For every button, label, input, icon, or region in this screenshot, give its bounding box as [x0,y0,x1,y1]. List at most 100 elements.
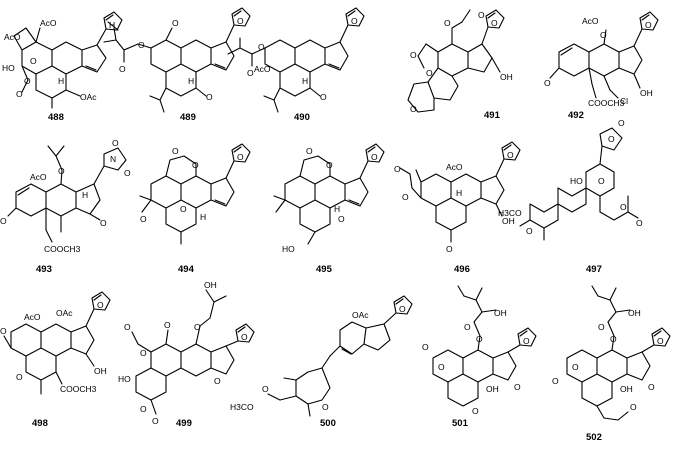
lactone-o: O [140,404,147,414]
lactone-carbonyl-o: O [172,146,179,156]
ester-o: O [258,42,265,52]
label-ho: HO [2,63,15,73]
furan-oxygen: O [645,20,652,30]
compound-id-488: 488 [48,112,64,123]
acetate-o: O [140,348,147,358]
compound-id-497: 497 [586,264,602,275]
acetal-o: O [598,176,605,186]
compound-499: O OH O O O O HO O O O 499 [118,280,255,429]
ketone-o: O [206,92,213,102]
label-cooch3: COOCH3 [588,98,625,108]
lactone-o: O [192,160,199,170]
compound-id-494: 494 [178,264,195,275]
compound-489: O O O O O H 489 [103,7,251,123]
label-o3: O [30,56,37,66]
label-oh2: OH [486,384,499,394]
acetate-o2: O [426,68,433,78]
furan-oxygen: O [399,304,406,314]
lactone2-o: O [636,218,643,228]
compound-500: O OAc H3CO O O 500 [230,295,413,429]
label-h: H [456,188,462,198]
label-h: H [200,212,206,222]
ketone-o: O [648,382,655,392]
ester-carbonyl-o: O [464,322,471,332]
label-aco: AcO [254,64,271,74]
label-ho: HO [570,176,583,186]
label-oac: OAc [352,310,369,320]
imide-o2: O [124,168,131,178]
lactone2-ring-o: O [620,202,627,212]
ester-o: O [610,334,617,344]
furan-oxygen: O [237,16,244,26]
ester-o: O [402,192,409,202]
formate-o: O [164,320,171,330]
ketone-o: O [544,78,551,88]
ester-carbonyl-o: O [598,322,605,332]
acetate-o: O [410,50,417,60]
compound-id-502: 502 [586,432,602,443]
ester-carbonyl-o: O [478,10,485,20]
lactone2-o: O [472,406,479,416]
lactone-o: O [572,362,579,372]
label-h: H [302,76,308,86]
ester-o: O [444,18,451,28]
ester-o: O [600,30,607,40]
ketone-o: O [140,214,147,224]
ketone-o: O [514,382,521,392]
label-aco: AcO [30,172,47,182]
compound-494: O O O O O H 494 [139,143,251,275]
lactone-o: O [438,362,445,372]
compound-id-501: 501 [452,418,469,429]
label-oh2: OH [620,384,633,394]
compound-498: O AcO OAc O O COOCH3 OH 498 [0,291,111,429]
furan-oxygen: O [97,300,104,310]
label-h3co: H3CO [230,402,254,412]
label-cooch3: COOCH3 [60,384,97,394]
compound-id-495: 495 [316,264,333,275]
label-o1: O [24,76,31,86]
lactone-ring-o: O [608,134,615,144]
label-cl: Cl [620,96,628,106]
label-aco: AcO [40,18,57,28]
label-aco: AcO [24,312,41,322]
label-h: H [188,76,194,86]
furan-oxygen: O [371,152,378,162]
compound-493: N O O AcO O O O H COOCH3 493 [0,138,131,275]
label-o2: O [16,89,23,99]
compound-id-500: 500 [320,418,336,429]
compound-502: O OH O O O O OH O O 502 [552,285,671,443]
compound-496: O AcO O O O OH H 496 [394,141,521,275]
label-oh: OH [502,216,515,226]
ketone-o: O [214,376,221,386]
label-oh: OH [94,366,107,376]
label-cooch3: COOCH3 [44,244,81,254]
label-h: H [334,204,340,214]
lactone-carbonyl-o: O [152,416,159,426]
lactone-o: O [410,104,417,114]
furan-oxygen: O [523,336,530,346]
ester-carbonyl-o: O [119,64,126,74]
label-h: H [82,190,88,200]
lactone-carbonyl-o: O [0,326,7,336]
label-oac: OAc [80,92,97,102]
compound-495: O O O HO O H 495 [273,143,385,275]
lactone-carbonyl-o: O [306,146,313,156]
ester-o: O [138,40,145,50]
ether-o: O [16,372,23,382]
furan-oxygen: O [657,336,664,346]
ketone-o: O [0,216,7,226]
ester-carbonyl-o: O [247,68,254,78]
furan-oxygen: O [491,18,498,28]
ketone-o: O [320,92,327,102]
ester-o: O [194,322,201,332]
label-ho: HO [118,374,131,384]
ketone-o: O [526,226,533,236]
label-h: H [58,76,64,86]
label-ho: HO [282,244,295,254]
label-aco: AcO [582,16,599,26]
label-oh: OH [628,308,641,318]
label-oh: OH [500,72,513,82]
compound-497: O O HO O H3CO O O O 497 [498,118,643,275]
lactone-carbonyl-o: O [552,376,559,386]
